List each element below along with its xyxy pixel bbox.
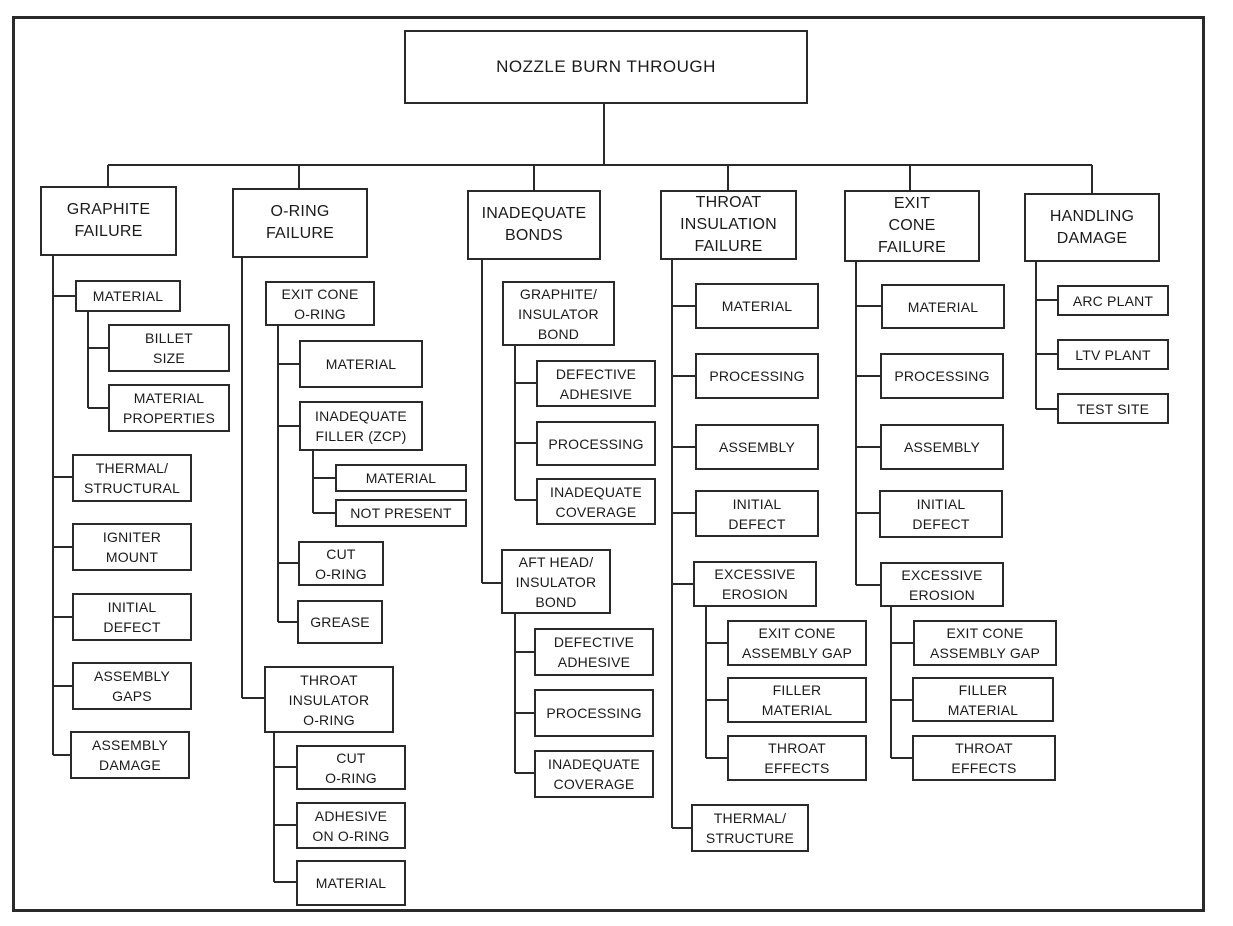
node-assembly-gaps: ASSEMBLY GAPS bbox=[72, 662, 192, 710]
node-inadequate-coverage: INADEQUATE COVERAGE bbox=[536, 478, 656, 525]
node-thermal-structure: THERMAL/ STRUCTURE bbox=[691, 804, 809, 852]
node-grease: GREASE bbox=[297, 600, 383, 644]
node-throat-insulation-failure: THROAT INSULATION FAILURE bbox=[660, 190, 797, 260]
node-oring-material: MATERIAL bbox=[299, 340, 423, 388]
node-exitcone-assembly: ASSEMBLY bbox=[880, 424, 1004, 470]
node-throat-processing: PROCESSING bbox=[695, 353, 819, 399]
node-exit-cone-failure: EXIT CONE FAILURE bbox=[844, 190, 980, 262]
node-inadequate-coverage-2: INADEQUATE COVERAGE bbox=[534, 750, 654, 798]
node-defective-adhesive: DEFECTIVE ADHESIVE bbox=[536, 360, 656, 407]
node-cut-oring: CUT O-RING bbox=[298, 541, 384, 586]
node-throat-assembly: ASSEMBLY bbox=[695, 424, 819, 470]
node-throat-material: MATERIAL bbox=[695, 283, 819, 329]
node-cut-oring-2: CUT O-RING bbox=[296, 745, 406, 790]
node-exitcone-initial-defect: INITIAL DEFECT bbox=[879, 490, 1003, 538]
node-throat-excessive-erosion: EXCESSIVE EROSION bbox=[693, 561, 817, 607]
node-igniter-mount: IGNITER MOUNT bbox=[72, 523, 192, 571]
node-exitcone-exit-cone-assembly-gap: EXIT CONE ASSEMBLY GAP bbox=[913, 620, 1057, 666]
node-exitcone-filler-material: FILLER MATERIAL bbox=[912, 677, 1054, 722]
node-graphite-insulator-bond: GRAPHITE/ INSULATOR BOND bbox=[502, 281, 615, 346]
node-throat-exit-cone-assembly-gap: EXIT CONE ASSEMBLY GAP bbox=[727, 620, 867, 666]
node-throat-insulator-oring: THROAT INSULATOR O-RING bbox=[264, 666, 394, 733]
node-nozzle-burn-through: NOZZLE BURN THROUGH bbox=[404, 30, 808, 104]
node-adhesive-on-oring: ADHESIVE ON O-RING bbox=[296, 802, 406, 849]
node-material-properties: MATERIAL PROPERTIES bbox=[108, 384, 230, 432]
node-thermal-structural: THERMAL/ STRUCTURAL bbox=[72, 454, 192, 502]
node-exitcone-material: MATERIAL bbox=[881, 284, 1005, 329]
node-defective-adhesive-2: DEFECTIVE ADHESIVE bbox=[534, 628, 654, 676]
node-oring-failure: O-RING FAILURE bbox=[232, 188, 368, 258]
node-throat-filler-material: FILLER MATERIAL bbox=[727, 677, 867, 723]
diagram-frame bbox=[12, 16, 1205, 912]
node-not-present: NOT PRESENT bbox=[335, 499, 467, 527]
node-assembly-damage: ASSEMBLY DAMAGE bbox=[70, 731, 190, 779]
node-aft-head-insulator-bond: AFT HEAD/ INSULATOR BOND bbox=[501, 549, 611, 614]
node-ltv-plant: LTV PLANT bbox=[1057, 339, 1169, 370]
node-exit-cone-oring: EXIT CONE O-RING bbox=[265, 281, 375, 326]
node-inadequate-filler: INADEQUATE FILLER (ZCP) bbox=[299, 401, 423, 451]
node-throat-throat-effects: THROAT EFFECTS bbox=[727, 735, 867, 781]
node-exitcone-processing: PROCESSING bbox=[880, 353, 1004, 399]
node-test-site: TEST SITE bbox=[1057, 393, 1169, 424]
node-graphite-material: MATERIAL bbox=[75, 280, 181, 312]
node-arc-plant: ARC PLANT bbox=[1057, 285, 1169, 316]
node-inadequate-bonds: INADEQUATE BONDS bbox=[467, 190, 601, 260]
node-oring-material-2: MATERIAL bbox=[296, 860, 406, 906]
node-bonds-processing: PROCESSING bbox=[536, 421, 656, 466]
node-billet-size: BILLET SIZE bbox=[108, 324, 230, 372]
node-bonds-processing-2: PROCESSING bbox=[534, 689, 654, 737]
node-throat-initial-defect: INITIAL DEFECT bbox=[695, 490, 819, 537]
node-handling-damage: HANDLING DAMAGE bbox=[1024, 193, 1160, 262]
node-graphite-initial-defect: INITIAL DEFECT bbox=[72, 593, 192, 641]
node-exitcone-throat-effects: THROAT EFFECTS bbox=[912, 735, 1056, 781]
node-exitcone-excessive-erosion: EXCESSIVE EROSION bbox=[880, 562, 1004, 607]
node-graphite-failure: GRAPHITE FAILURE bbox=[40, 186, 177, 256]
node-filler-material: MATERIAL bbox=[335, 464, 467, 492]
